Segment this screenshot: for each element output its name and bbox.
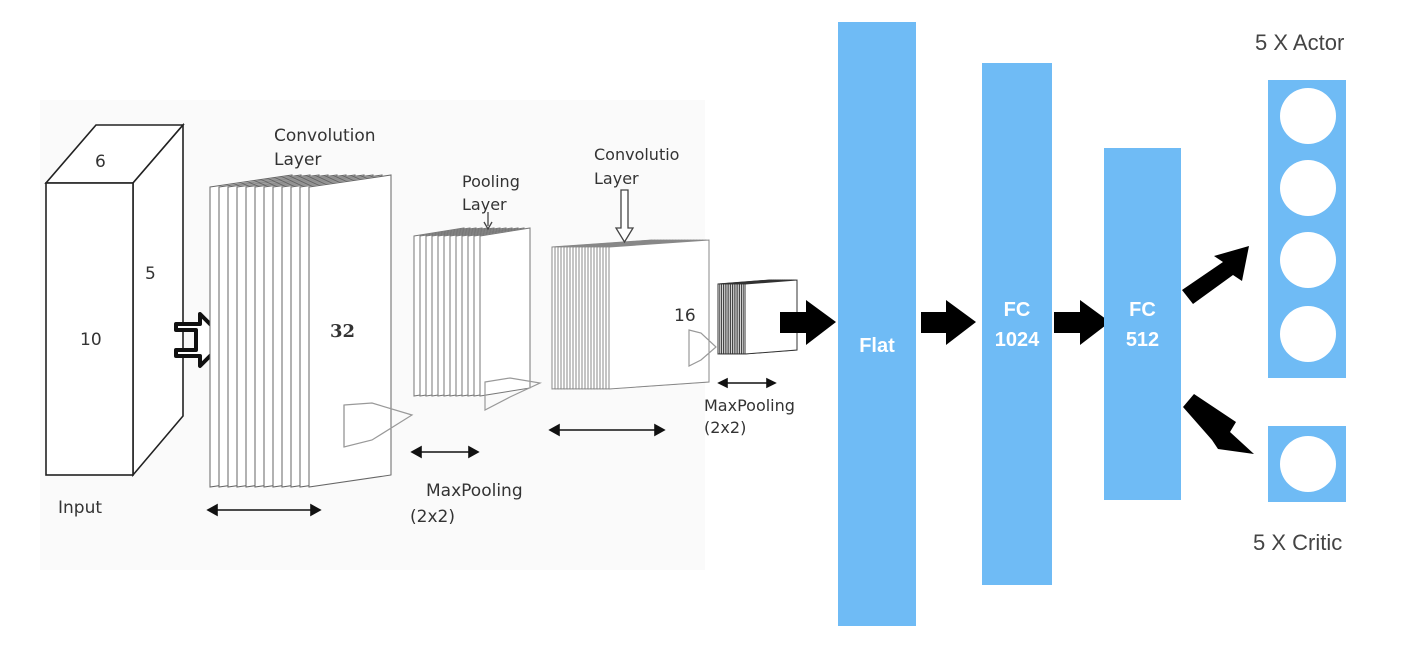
- actor-unit: [1280, 306, 1336, 362]
- conv1-label-line2: Layer: [274, 150, 322, 170]
- pool1-label-line2: Layer: [462, 195, 507, 214]
- arrow-to-flat-icon: [780, 300, 836, 345]
- dimension-arrows: [206, 377, 777, 517]
- feature-map-slice: [479, 227, 531, 397]
- arrow-to-actor-icon: [1182, 246, 1249, 304]
- flat-layer: Flat: [838, 22, 916, 626]
- feature-map-slice: [308, 174, 392, 488]
- fc1024-label-line2: 1024: [994, 329, 1040, 351]
- arrow-to-fc2-icon: [1054, 300, 1110, 345]
- actor-unit: [1280, 232, 1336, 288]
- actor-unit: [1280, 88, 1336, 144]
- input-height-label: 10: [80, 330, 102, 350]
- actor-output-layer: [1268, 80, 1346, 378]
- input-depth-label: 6: [95, 152, 106, 172]
- conv1-filter-count: 32: [330, 321, 356, 342]
- conv2-filter-count: 16: [674, 306, 696, 326]
- input-width-label: 5: [145, 264, 156, 284]
- input-arrow-icon: [174, 312, 228, 368]
- actor-unit: [1280, 160, 1336, 216]
- arrow-to-critic-icon: [1183, 394, 1254, 454]
- pool1-caption-line1: MaxPooling: [426, 481, 523, 501]
- pool1-caption-line2: (2x2): [410, 507, 455, 527]
- pool2-feature-maps: [717, 279, 798, 355]
- pool1-feature-maps: [413, 227, 531, 397]
- conv1-feature-maps: [209, 174, 392, 488]
- critic-label: 5 X Critic: [1253, 530, 1343, 555]
- feature-map-slice: [744, 279, 798, 355]
- conv2-feature-maps: [551, 239, 710, 390]
- conv2-label-line2: Layer: [594, 169, 639, 188]
- fc512-label-line1: FC: [1129, 299, 1156, 321]
- fc512-label-line2: 512: [1125, 329, 1160, 351]
- fc1024-label-line1: FC: [1003, 299, 1031, 321]
- actor-label: 5 X Actor: [1255, 30, 1345, 55]
- kernel-cones: [343, 329, 717, 448]
- pool2-caption-line1: MaxPooling: [704, 396, 795, 415]
- pool2-caption-line2: (2x2): [704, 418, 747, 437]
- critic-output-layer: [1268, 426, 1346, 502]
- flat-layer-label: Flat: [859, 335, 895, 357]
- input-block: [44, 122, 185, 478]
- input-label: Input: [58, 498, 103, 518]
- arrow-to-fc1-icon: [921, 300, 976, 345]
- fc1024-layer: FC 1024: [982, 63, 1052, 585]
- flow-arrows: [780, 246, 1254, 454]
- conv1-label-line1: Convolution: [274, 126, 376, 146]
- feature-map-slice: [608, 239, 710, 390]
- layer-pointer-arrows: [483, 189, 635, 244]
- fc512-layer: FC 512: [1104, 148, 1181, 500]
- critic-unit: [1280, 436, 1336, 492]
- pool1-label-line1: Pooling: [462, 172, 520, 191]
- conv2-label-line1: Convolutio: [594, 145, 680, 164]
